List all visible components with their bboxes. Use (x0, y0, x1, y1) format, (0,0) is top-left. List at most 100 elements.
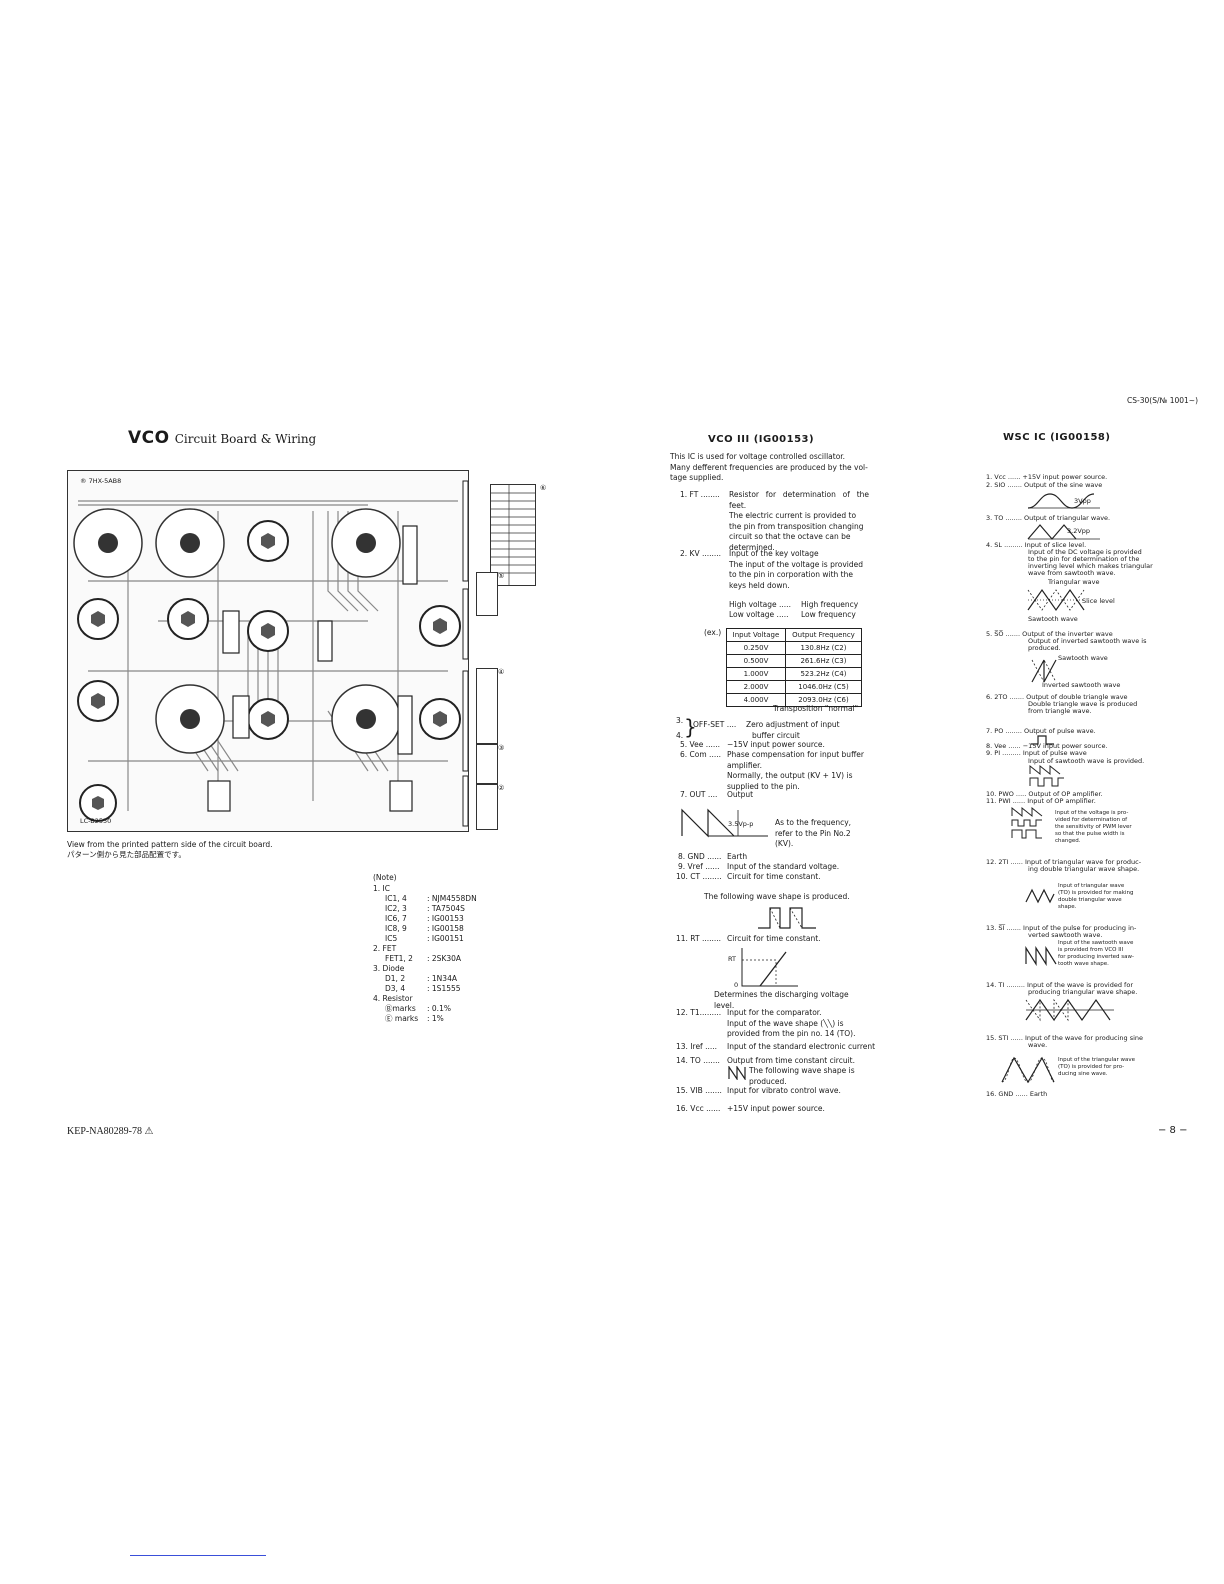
desc-line: Phase compensation for input buffer (727, 750, 864, 759)
note-list: 1. IC IC1, 4 : NJM4558DN IC2, 3 : TA7504… (373, 884, 533, 1034)
desc-line: determined. (729, 542, 775, 552)
connector-mark: ③ (498, 744, 505, 752)
desc-line: produced. (749, 1076, 787, 1086)
note-value: : NJM4558DN (427, 893, 477, 903)
note-item: IC2, 3 (385, 903, 407, 913)
wsc-item: Double triangle wave is produced (1028, 700, 1138, 708)
note-item: 1. IC (373, 883, 390, 893)
note-item: 4. Resistor (373, 993, 413, 1003)
double-triangle-diagram (1025, 888, 1055, 904)
pin-vee-desc: −15V input power source. (727, 740, 825, 749)
wsc-item: tooth wave shape. (1058, 961, 1109, 967)
out-note: As to the frequency, refer to the Pin No… (775, 818, 875, 850)
offset-num-3: 3. (676, 716, 684, 725)
triangle-wave-diagram (1027, 524, 1100, 540)
table-row: 0.500V 261.6Hz (C3) (726, 654, 863, 668)
desc-line: Resistor for determination of the feet. (729, 490, 869, 510)
wsc-item: so that the pulse width is (1055, 831, 1125, 837)
wsc-item: Input of the DC voltage is provided (1028, 548, 1142, 556)
connector-block-4 (476, 668, 498, 744)
wsc-item: the sensitivity of PWM lever (1055, 824, 1132, 830)
table-cell: 261.6Hz (C3) (784, 654, 863, 668)
connector-mark: ⑤ (498, 572, 505, 580)
note-value: : IG00153 (427, 913, 464, 923)
wave-label: Sawtooth wave (1058, 654, 1108, 662)
wsc-item: to the pin for determination of the (1028, 555, 1140, 563)
desc-line: Zero adjustment of input (746, 720, 840, 729)
desc-line: The input of the voltage is provided (729, 559, 864, 569)
wsc-item: 16. GND ...... Earth (986, 1090, 1048, 1098)
wsc-item: Input of sawtooth wave is provided. (1028, 757, 1145, 765)
pin-vref-label: 9. Vref ...... (678, 862, 720, 871)
table-cell: 130.8Hz (C2) (784, 641, 863, 655)
connector-block-2 (476, 784, 498, 830)
pin-t1-label: 12. T1......... (676, 1008, 722, 1017)
wsc-item: 14. TI ......... Input of the wave is pr… (986, 981, 1133, 989)
connector-block-5 (476, 572, 498, 616)
table-header-row: Input Voltage Output Frequency (726, 628, 863, 642)
connector-mark: ⑥ (540, 484, 547, 492)
pin-t1-desc: Input for the comparator. Input of the w… (727, 1008, 877, 1040)
sawtooth-pulse-diagram (1029, 764, 1064, 787)
wsc-item: for producing inverted saw- (1058, 954, 1134, 960)
pin-gnd-desc: Earth (727, 852, 748, 861)
table-cell: 4.000V (726, 693, 786, 707)
pin-rt-desc: Circuit for time constant. (727, 934, 821, 943)
pin-gnd-label: 8. GND ...... (678, 852, 722, 861)
wsc-item: is provided from VCO III (1058, 947, 1124, 953)
title-sub: Circuit Board & Wiring (174, 432, 317, 446)
wsc-item: Input of the triangular wave (1058, 1057, 1136, 1063)
wsc-item: produced. (1028, 644, 1061, 652)
note-item: IC6, 7 (385, 913, 407, 923)
note-item: 2. FET (373, 943, 397, 953)
wsc-item: 7. PO ........ Output of pulse wave. (986, 727, 1096, 735)
desc-line: The electric current is provided to (729, 511, 857, 520)
pin-com-label: 6. Com ..... (680, 750, 721, 759)
note-value: : 0.1% (427, 1003, 451, 1013)
rt-graph (741, 948, 798, 987)
pin-ft-desc: Resistor for determination of the feet. … (729, 490, 869, 553)
wsc-item: verted sawtooth wave. (1028, 931, 1103, 939)
link-underline[interactable] (130, 1555, 266, 1556)
model-label: CS-30(S/№ 1001~) (1127, 396, 1198, 405)
sine-from-triangle-diagram (1001, 1056, 1055, 1084)
wsc-item: 15. STI ...... Input of the wave for pro… (986, 1034, 1144, 1042)
wave-note: The following wave shape is produced. (704, 892, 850, 901)
connector-block-6 (490, 484, 536, 586)
slice-level-diagram (1027, 588, 1085, 612)
pin-to-desc: The following wave shape is produced. (749, 1066, 859, 1087)
wsc-item: 5. S̅O̅ ....... Output of the inverter w… (986, 630, 1113, 638)
desc-line: keys held down. (729, 580, 790, 590)
wsc-item: changed. (1055, 838, 1081, 844)
circuit-board-image: ® 7HX-5AB8 LC-B2550 (67, 470, 469, 832)
note-item: D3, 4 (385, 983, 406, 993)
table-cell: 2093.0Hz (C6) (784, 693, 863, 707)
circuit-board-drawing (73, 480, 469, 827)
note-value: : TA7504S (427, 903, 465, 913)
vco3-intro: This IC is used for voltage controlled o… (670, 452, 880, 484)
vpp-sine: 3Vpp (1074, 497, 1091, 505)
pulse-wave-diagram (1031, 735, 1054, 745)
desc-line: Input of the key voltage (729, 549, 819, 558)
note-value: : IG00151 (427, 933, 464, 943)
desc-line: Determines the discharging voltage (714, 990, 849, 999)
desc-line: As to the frequency, (775, 818, 852, 827)
pin-out-label: 7. OUT .... (680, 790, 718, 799)
discharge-note: Determines the discharging voltage level… (714, 990, 854, 1011)
rt-axis-label: RT (728, 955, 737, 963)
wsc-item: from triangle wave. (1028, 707, 1092, 715)
connector-block-3 (476, 744, 498, 784)
desc-line: (KV). (775, 839, 794, 848)
wsc-item: double triangular wave (1058, 897, 1122, 903)
desc-line: The following wave shape is (749, 1066, 855, 1075)
note-item: Ⓔ marks (385, 1013, 419, 1023)
wsc-item: 12. 2TI ...... Input of triangular wave … (986, 858, 1142, 866)
wsc-item: Input of the sawtooth wave (1058, 940, 1134, 946)
to-wave-shape (728, 1066, 746, 1080)
board-label-bottom: LC-B2550 (80, 817, 112, 825)
note-item: Ⓑmarks (385, 1003, 416, 1013)
pin-vref-desc: Input of the standard voltage. (727, 862, 840, 871)
note-value: : 1% (427, 1013, 444, 1023)
table-cell: 2.000V (726, 680, 786, 694)
pin-vcc-desc: +15V input power source. (727, 1104, 825, 1113)
